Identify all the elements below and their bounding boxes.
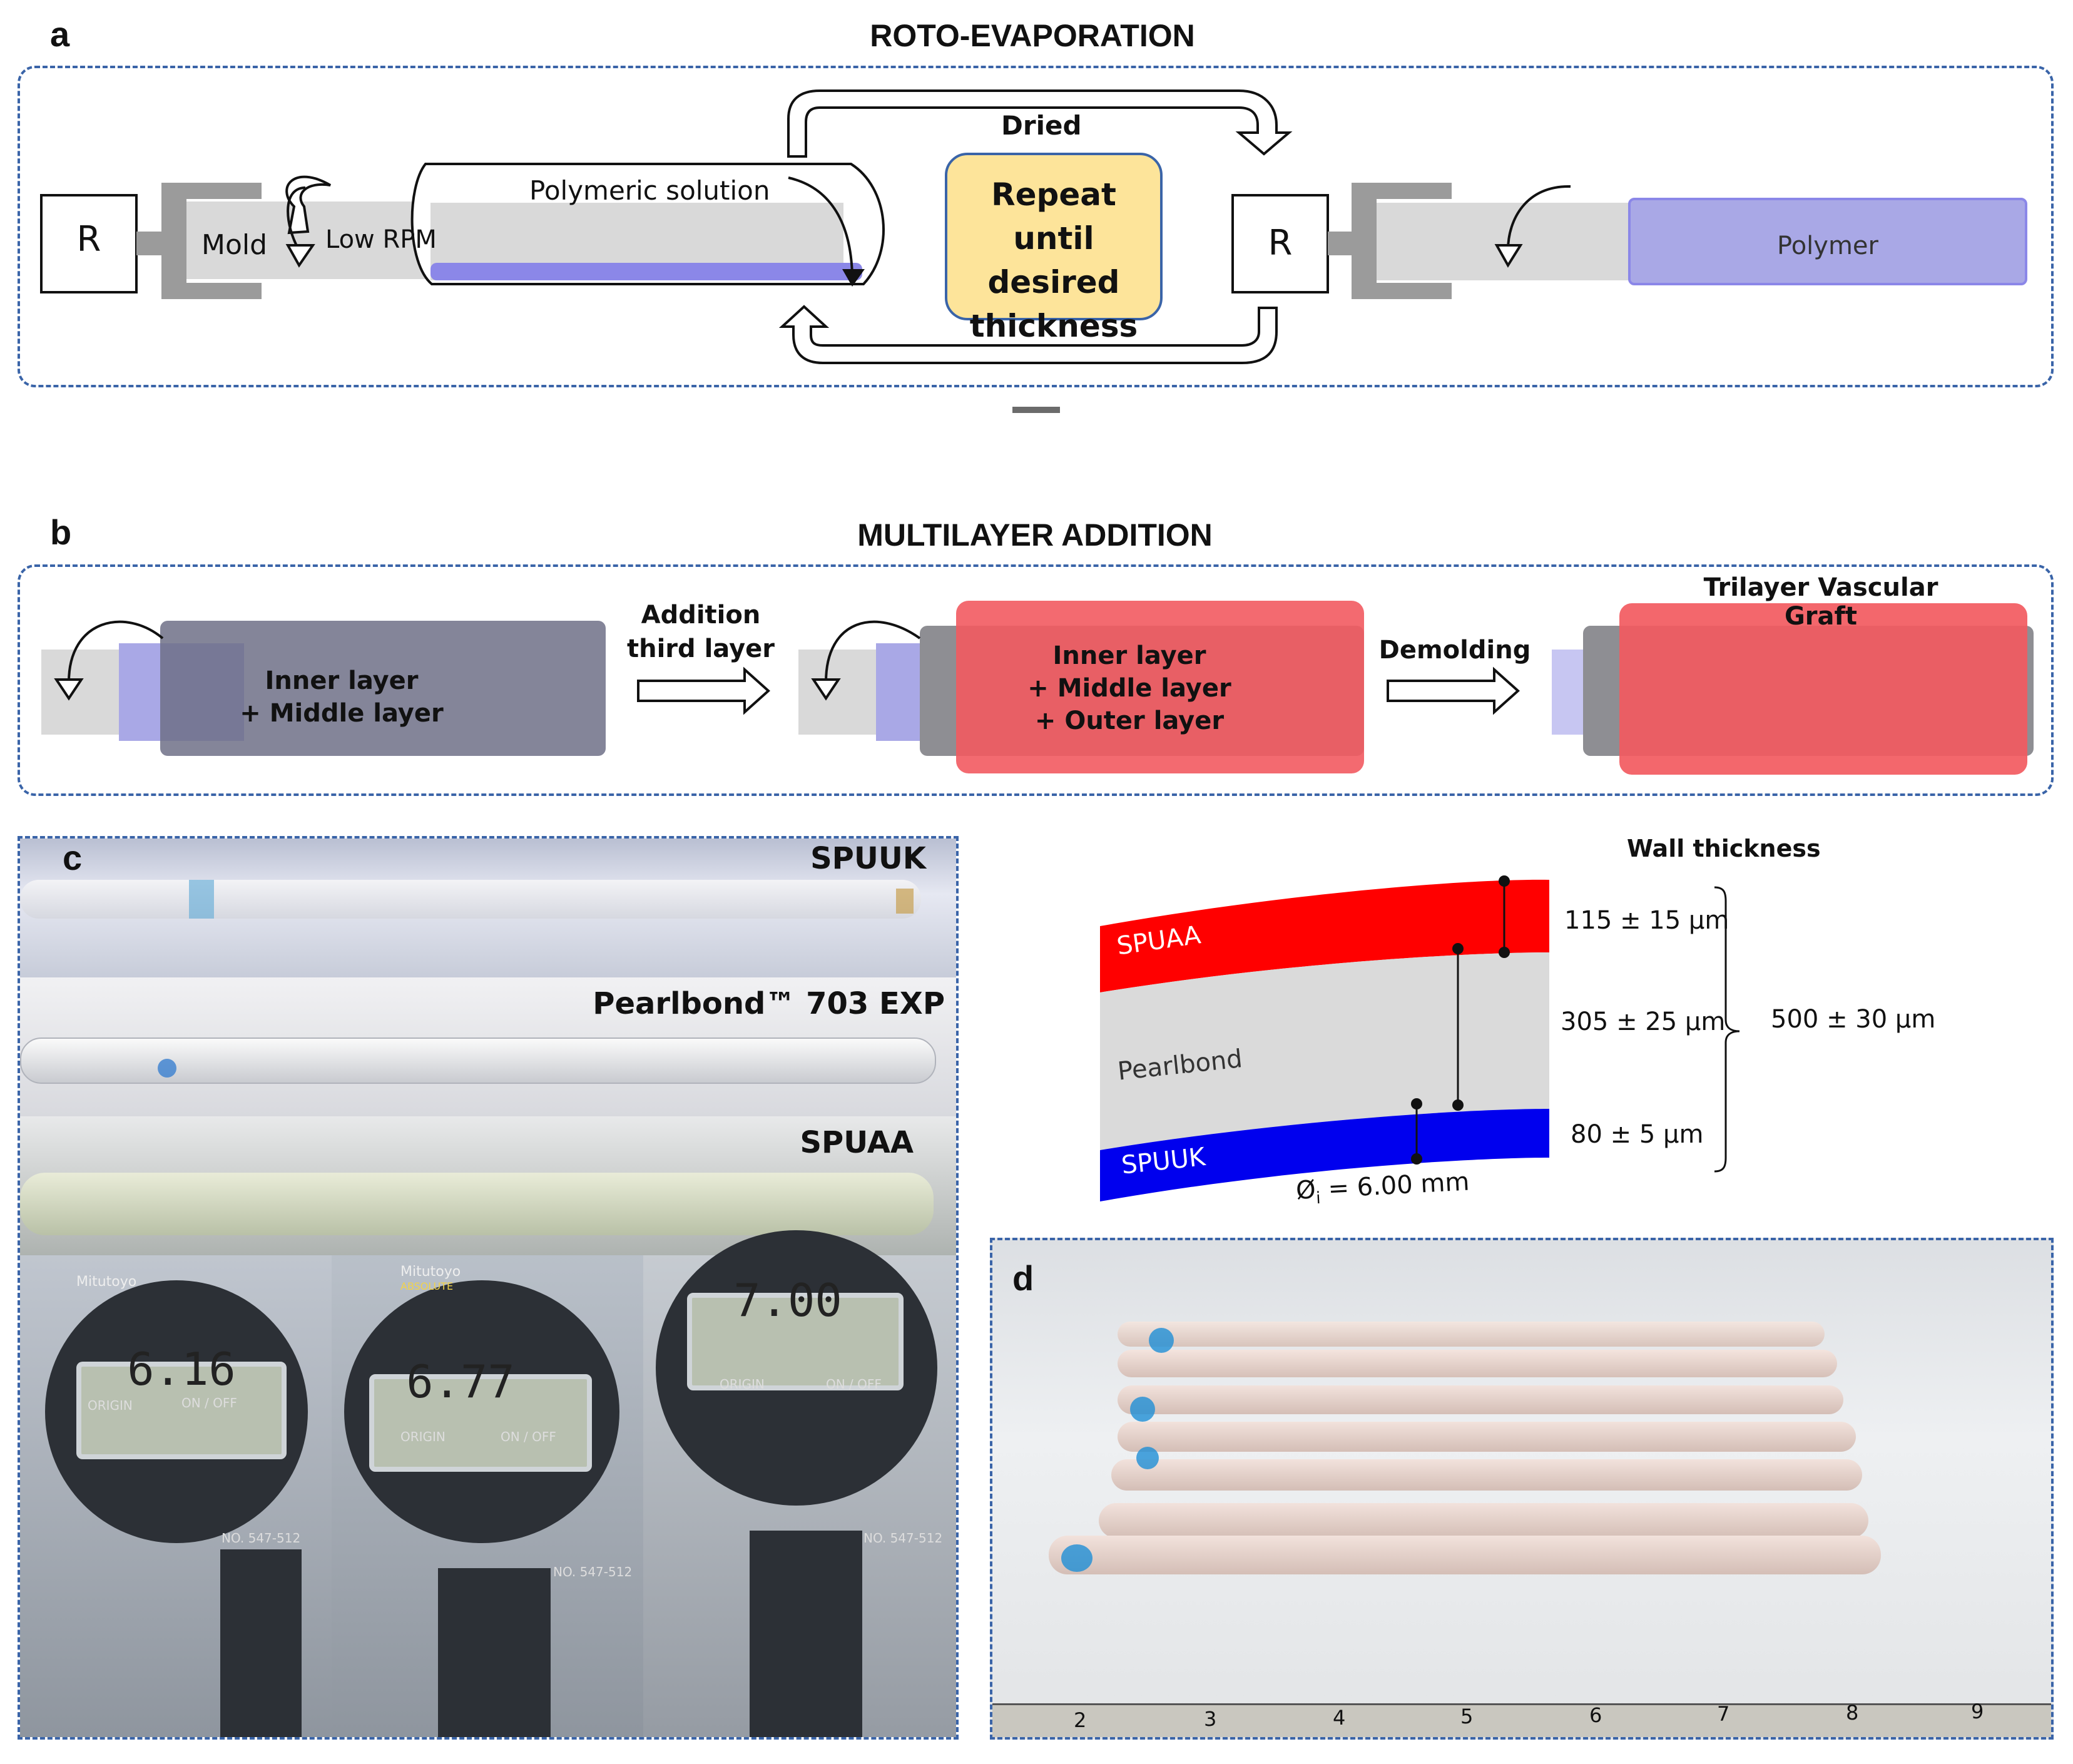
addition-arrow bbox=[637, 666, 770, 715]
sample-label-spuuk: SPUUK bbox=[810, 841, 926, 876]
thickness-spuaa: 115 ± 15 µm bbox=[1564, 906, 1729, 935]
ruler bbox=[992, 1703, 2051, 1737]
thickness-total: 500 ± 30 µm bbox=[1771, 1005, 1936, 1034]
panel-a-frame bbox=[18, 66, 2054, 387]
inner-diameter-symbol: Ø bbox=[1295, 1175, 1317, 1205]
gauge-origin-1: ORIGIN bbox=[88, 1398, 133, 1413]
tube1-line-2: + Middle layer bbox=[240, 699, 444, 728]
tube1-label: Inner layer + Middle layer bbox=[160, 665, 523, 730]
addition-label: Addition third layer bbox=[626, 598, 776, 666]
roto-evaporation-diagram bbox=[40, 89, 2027, 413]
sample-label-pearlbond: Pearlbond™ 703 EXP bbox=[593, 986, 945, 1021]
gauge-reading-2: 6.77 bbox=[406, 1355, 515, 1408]
sample-label-spuaa: SPUAA bbox=[800, 1125, 914, 1160]
layer-spuuk bbox=[1100, 1109, 1549, 1201]
gauge-origin-2: ORIGIN bbox=[400, 1429, 446, 1444]
repeat-line-1: Repeat until bbox=[991, 176, 1116, 257]
panel-d-letter: d bbox=[1012, 1258, 1034, 1298]
gauge-onoff-2: ON / OFF bbox=[501, 1429, 556, 1444]
gauge-reading-1: 6.16 bbox=[127, 1343, 236, 1395]
ruler-num-4: 4 bbox=[1333, 1706, 1346, 1730]
layer-pearlbond bbox=[1100, 952, 1549, 1150]
rotor-left-box bbox=[40, 194, 138, 293]
tube2-line-2: + Middle layer bbox=[1027, 674, 1231, 703]
dried-label: Dried bbox=[1001, 110, 1082, 141]
gauge-model-1: NO. 547-512 bbox=[222, 1531, 301, 1546]
graft-title: Trilayer Vascular Graft bbox=[1703, 573, 1938, 631]
tube2-label: Inner layer + Middle layer + Outer layer bbox=[957, 640, 1301, 737]
panel-b-title: MULTILAYER ADDITION bbox=[857, 517, 1213, 553]
multilayer-diagram bbox=[41, 601, 2034, 775]
wall-thickness-title: Wall thickness bbox=[1627, 835, 1821, 862]
demolding-arrow bbox=[1387, 666, 1520, 715]
panel-b-frame bbox=[18, 564, 2054, 796]
tube1-line-1: Inner layer bbox=[265, 666, 419, 695]
mold-rod bbox=[186, 201, 449, 279]
polymer-coating bbox=[1628, 198, 2027, 285]
gauge-reading-3: 7.00 bbox=[733, 1274, 842, 1327]
rotation-arrow-left bbox=[285, 175, 332, 235]
rotor-right-label: R bbox=[1268, 223, 1293, 263]
repeat-line-3: thickness bbox=[969, 308, 1138, 344]
mold-label: Mold bbox=[201, 229, 268, 261]
rotor-left-label: R bbox=[76, 219, 101, 260]
rotation-arrow-right bbox=[1507, 185, 1571, 251]
polymeric-solution-label: Polymeric solution bbox=[529, 175, 770, 206]
ruler-num-3: 3 bbox=[1204, 1707, 1217, 1731]
graft-outer-layer bbox=[1619, 603, 2027, 775]
gauge-photo-2 bbox=[332, 1255, 643, 1737]
panel-d-frame bbox=[990, 1238, 2054, 1740]
photo-spuuk bbox=[20, 839, 956, 977]
repeat-box bbox=[945, 153, 1163, 320]
thickness-spuuk: 80 ± 5 µm bbox=[1571, 1120, 1704, 1149]
panel-b-letter: b bbox=[50, 512, 72, 552]
ruler-num-7: 7 bbox=[1717, 1702, 1730, 1726]
gauge-onoff-1: ON / OFF bbox=[181, 1395, 237, 1410]
polymer-label: Polymer bbox=[1777, 232, 1878, 260]
total-bracket bbox=[1714, 886, 1740, 1173]
repeat-loop-arrow bbox=[778, 305, 1278, 364]
layer-spuaa bbox=[1100, 879, 1549, 992]
repeat-text: Repeat until desired thickness bbox=[946, 173, 1161, 348]
rotor-right-box bbox=[1231, 194, 1329, 293]
gauge-onoff-3: ON / OFF bbox=[826, 1377, 882, 1392]
ruler-num-5: 5 bbox=[1460, 1705, 1474, 1728]
gauge-sub-2: ABSOLUTE bbox=[400, 1280, 454, 1292]
thickness-pearlbond: 305 ± 25 µm bbox=[1561, 1007, 1726, 1036]
demolding-label: Demolding bbox=[1378, 636, 1531, 665]
ruler-num-8: 8 bbox=[1846, 1701, 1859, 1725]
dried-loop-arrow bbox=[787, 89, 1293, 158]
tube2-line-3: + Outer layer bbox=[1034, 706, 1225, 735]
gauge-photo-3 bbox=[643, 1230, 956, 1737]
tube2-line-1: Inner layer bbox=[1052, 641, 1206, 670]
addition-line-2: third layer bbox=[627, 635, 775, 663]
repeat-line-2: desired bbox=[987, 264, 1120, 300]
ruler-num-9: 9 bbox=[1971, 1700, 1984, 1723]
photo-pearlbond bbox=[20, 977, 956, 1116]
gauge-brand-1: Mitutoyo bbox=[76, 1274, 137, 1290]
gauge-origin-3: ORIGIN bbox=[720, 1377, 765, 1392]
panel-c-letter: c bbox=[63, 838, 83, 877]
ruler-num-2: 2 bbox=[1074, 1708, 1087, 1732]
panel-c-frame bbox=[18, 836, 959, 1740]
gauge-model-3: NO. 547-512 bbox=[863, 1531, 943, 1546]
tube1-layers bbox=[160, 621, 606, 756]
gauge-brand-2: Mitutoyo bbox=[400, 1264, 461, 1280]
addition-line-1: Addition bbox=[641, 601, 761, 630]
tube2-outer-layer bbox=[956, 601, 1364, 773]
panel-a-title: ROTO-EVAPORATION bbox=[870, 18, 1195, 53]
low-rpm-label: Low RPM bbox=[325, 225, 437, 254]
down-arrow bbox=[1012, 407, 1060, 413]
gauge-model-2: NO. 547-512 bbox=[553, 1564, 633, 1579]
gauge-photo-1 bbox=[20, 1255, 332, 1737]
polymer-film bbox=[430, 263, 862, 280]
panel-a-letter: a bbox=[50, 14, 70, 54]
ruler-num-6: 6 bbox=[1589, 1703, 1602, 1727]
wall-thickness-diagram bbox=[1100, 875, 1740, 1201]
grafts-photo bbox=[992, 1240, 2051, 1737]
